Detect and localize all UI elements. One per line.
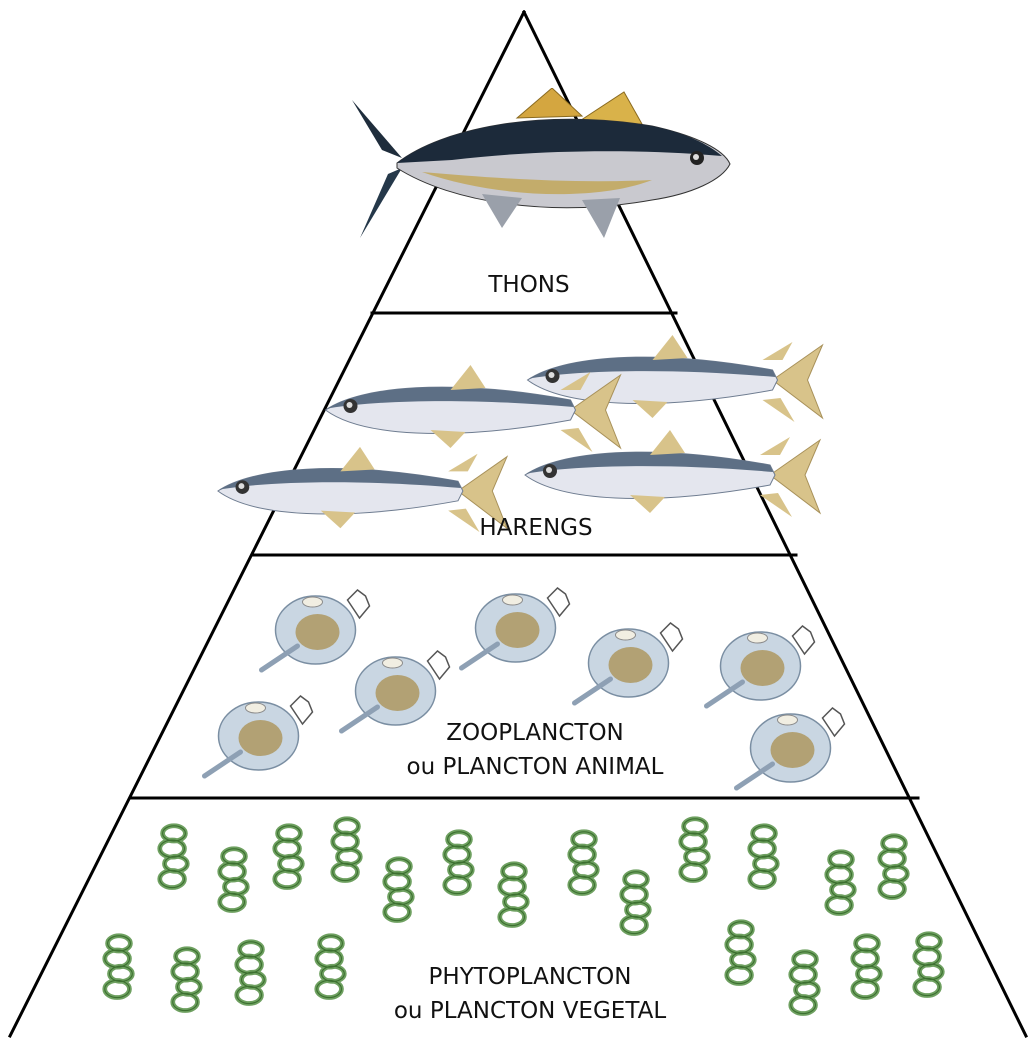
- phytoplankton-spiral-icon: [853, 936, 881, 998]
- phytoplankton-label-line2: ou PLANCTON VEGETAL: [365, 996, 695, 1026]
- phytoplankton-spiral-icon: [500, 864, 528, 926]
- phytoplankton-spiral-icon: [570, 832, 598, 894]
- phytoplankton-label-line1: PHYTOPLANCTON: [380, 962, 680, 992]
- phytoplankton-spiral-icon: [915, 934, 943, 996]
- phytoplankton-spiral-icon: [791, 952, 819, 1014]
- zooplankton-icon: [737, 708, 845, 788]
- zooplankton-icon: [205, 696, 313, 776]
- phytoplankton-spiral-icon: [317, 936, 345, 998]
- zooplankton-label-line1: ZOOPLANCTON: [385, 718, 685, 748]
- phytoplankton-spiral-icon: [275, 826, 303, 888]
- zooplankton-icon: [707, 626, 815, 706]
- tuna-level: [352, 88, 730, 238]
- herring-label: HARENGS: [436, 513, 636, 543]
- tuna-label: THONS: [429, 270, 629, 300]
- phytoplankton-spiral-icon: [681, 819, 709, 881]
- zooplankton-icon: [262, 590, 370, 670]
- phytoplankton-spiral-icon: [160, 826, 188, 888]
- zooplankton-label-line2: ou PLANCTON ANIMAL: [385, 752, 685, 782]
- phytoplankton-spiral-icon: [727, 922, 755, 984]
- phytoplankton-spiral-icon: [237, 942, 265, 1004]
- zooplankton-icon: [575, 623, 683, 703]
- phytoplankton-spiral-icon: [445, 832, 473, 894]
- herring-fish-icon: [525, 430, 820, 517]
- phytoplankton-spiral-icon: [173, 949, 201, 1011]
- tuna-fish-icon: [352, 88, 730, 238]
- phytoplankton-spiral-icon: [105, 936, 133, 998]
- phytoplankton-spiral-icon: [880, 836, 908, 898]
- phytoplankton-spiral-icon: [220, 849, 248, 911]
- phytoplankton-spiral-icon: [827, 852, 855, 914]
- phytoplankton-spiral-icon: [622, 872, 650, 934]
- phytoplankton-spiral-icon: [385, 859, 413, 921]
- phytoplankton-spiral-icon: [333, 819, 361, 881]
- phytoplankton-spiral-icon: [750, 826, 778, 888]
- zooplankton-icon: [462, 588, 570, 668]
